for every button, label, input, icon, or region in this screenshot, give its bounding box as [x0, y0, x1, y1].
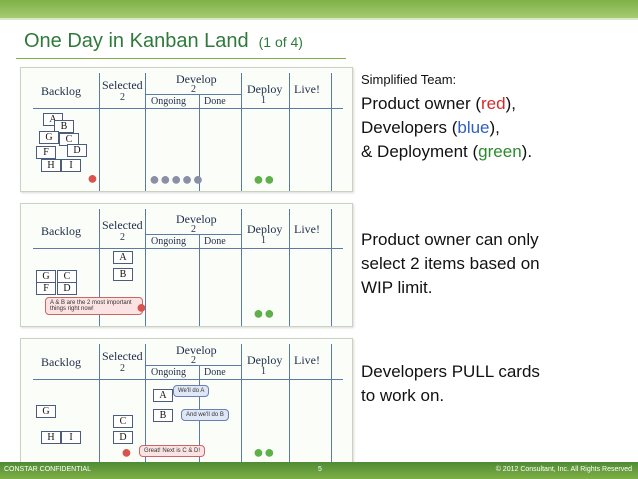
product-owner-speech-bubble: Great! Next is C & D! — [139, 445, 206, 457]
header-live: Live! — [294, 222, 320, 236]
wip-line-2: select 2 items based on — [361, 254, 540, 273]
team-line-1: Product owner (red), — [361, 94, 516, 113]
header-ongoing: Ongoing — [151, 367, 186, 378]
footer-bar: CONSTAR CONFIDENTIAL 5 © 2012 Consultant… — [0, 462, 638, 479]
header-ongoing: Ongoing — [151, 236, 186, 247]
header-deploy: Deploy — [247, 222, 283, 236]
header-live: Live! — [294, 353, 320, 367]
header-deploy: Deploy — [247, 82, 283, 96]
header-develop: Develop — [176, 212, 217, 226]
header-done: Done — [204, 96, 226, 107]
header-develop-wip: 2 — [191, 355, 196, 366]
card-g[interactable]: G — [36, 405, 56, 418]
header-selected-wip: 2 — [120, 363, 125, 374]
team-line-3: & Deployment (green). — [361, 142, 533, 161]
slide-title: One Day in Kanban Land (1 of 4) — [24, 30, 303, 53]
developer-speech-bubble-b: And we'll do B — [181, 409, 229, 421]
kanban-panel-1: Backlog Selected 2 Develop 2 Ongoing Don… — [20, 67, 353, 192]
pull-line-1: Developers PULL cards — [361, 362, 540, 381]
header-ongoing: Ongoing — [151, 96, 186, 107]
card-h[interactable]: H — [41, 431, 61, 444]
deployment-icon: ●● — [253, 303, 275, 323]
header-done: Done — [204, 236, 226, 247]
footer-page: 5 — [318, 466, 322, 473]
header-selected-wip: 2 — [120, 232, 125, 243]
title-underline — [16, 58, 346, 59]
slide-title-sub: (1 of 4) — [258, 34, 303, 50]
kanban-panel-2: Backlog Selected 2 Develop 2 Ongoing Don… — [20, 203, 353, 327]
header-backlog: Backlog — [41, 84, 81, 98]
slide-title-main: One Day in Kanban Land — [24, 30, 249, 52]
card-b[interactable]: B — [113, 268, 133, 281]
header-develop-wip: 2 — [191, 84, 196, 95]
team-label: Simplified Team: — [361, 72, 457, 87]
header-selected-wip: 2 — [120, 92, 125, 103]
deployment-icon: ●● — [253, 169, 275, 189]
header-develop-wip: 2 — [191, 224, 196, 235]
header-backlog: Backlog — [41, 355, 81, 369]
header-selected: Selected — [102, 78, 143, 92]
header-develop: Develop — [176, 343, 217, 357]
card-i[interactable]: I — [61, 431, 81, 444]
card-a[interactable]: A — [113, 251, 133, 264]
developer-speech-bubble-a: We'll do A — [173, 385, 210, 397]
footer-right: © 2012 Consultant, Inc. All Rights Reser… — [495, 466, 632, 473]
card-d[interactable]: D — [57, 282, 77, 295]
header-deploy-wip: 1 — [261, 235, 266, 246]
deployment-icon: ●● — [253, 442, 275, 462]
team-line-2: Developers (blue), — [361, 118, 500, 137]
kanban-panel-3: Backlog Selected 2 Develop 2 Ongoing Don… — [20, 338, 353, 463]
footer-left: CONSTAR CONFIDENTIAL — [4, 466, 91, 473]
card-g[interactable]: G — [39, 131, 59, 144]
header-selected: Selected — [102, 349, 143, 363]
card-f[interactable]: F — [36, 282, 56, 295]
card-d[interactable]: D — [113, 431, 133, 444]
card-f[interactable]: F — [36, 146, 56, 159]
product-owner-icon: ● — [87, 168, 98, 188]
header-selected: Selected — [102, 218, 143, 232]
header-live: Live! — [294, 82, 320, 96]
header-deploy-wip: 1 — [261, 366, 266, 377]
header-backlog: Backlog — [41, 224, 81, 238]
product-owner-speech-bubble: A & B are the 2 most important things ri… — [45, 297, 143, 315]
wip-line-1: Product owner can only — [361, 230, 539, 249]
top-accent-bar — [0, 0, 638, 20]
header-done: Done — [204, 367, 226, 378]
card-b[interactable]: B — [153, 409, 173, 422]
wip-line-3: WIP limit. — [361, 278, 433, 297]
developers-icon: ●●●●● — [149, 169, 204, 189]
card-d[interactable]: D — [67, 144, 87, 157]
product-owner-icon: ● — [121, 442, 132, 462]
pull-line-2: to work on. — [361, 386, 445, 405]
card-a[interactable]: A — [153, 389, 173, 402]
product-owner-icon: ● — [136, 297, 147, 317]
card-c[interactable]: C — [113, 415, 133, 428]
header-deploy: Deploy — [247, 353, 283, 367]
card-b[interactable]: B — [54, 120, 74, 133]
header-develop: Develop — [176, 72, 217, 86]
card-h[interactable]: H — [41, 159, 61, 172]
header-deploy-wip: 1 — [261, 95, 266, 106]
card-i[interactable]: I — [61, 159, 81, 172]
